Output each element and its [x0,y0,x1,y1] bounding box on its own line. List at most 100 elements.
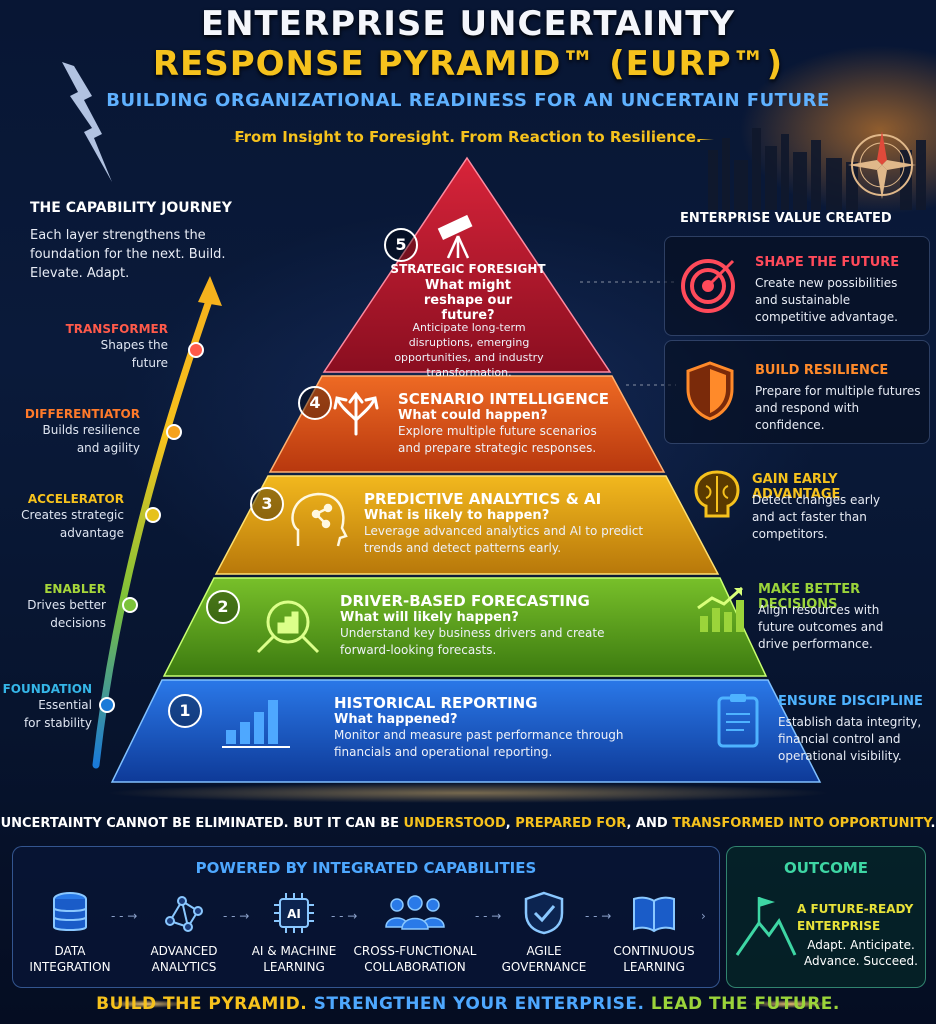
arrow-icon: - - → [111,909,138,923]
capability-label-1: AI & MACHINE [251,944,337,958]
value-name: ENSURE DISCIPLINE [778,694,923,709]
closing-part-1: BUILD THE PYRAMID. [96,994,308,1014]
statement-highlight-transformed: TRANSFORMED INTO OPPORTUNITY [672,816,931,831]
capability-label-1: AGILE [526,944,562,958]
value-card-better-decisions: MAKE BETTER DECISIONS Align resources wi… [694,578,930,668]
outcome-panel: OUTCOME A FUTURE-READY ENTERPRISE Adapt.… [726,846,926,988]
value-name: MAKE BETTER DECISIONS [758,582,861,612]
lightning-icon [62,62,112,182]
statement-part: , [505,816,516,831]
stage-dot-differentiator [166,424,182,440]
target-icon [681,259,735,313]
closing-part-3: LEAD THE FUTURE. [644,994,840,1014]
pyramid-layer-3 [214,475,720,575]
subtitle: BUILDING ORGANIZATIONAL READINESS FOR AN… [106,90,830,111]
capability-label-2: INTEGRATION [29,960,111,974]
value-card-shape-future: SHAPE THE FUTURE Create new possibilitie… [664,236,930,336]
layer-title: HISTORICAL REPORTING [334,694,538,712]
stage-desc: Essential for stability [23,698,92,730]
stage-name: TRANSFORMER [65,322,168,336]
growth-chart-icon [697,586,744,632]
stage-desc: Drives better decisions [27,598,106,630]
pyramid-layer-1 [110,679,822,783]
capability-label-1: ADVANCED [150,944,218,958]
capability-label-1: CROSS-FUNCTIONAL [353,944,477,958]
capability-continuous-learning: CONTINUOUS LEARNING [599,891,709,975]
stage-enabler: ENABLER Drives better decisions [0,582,106,632]
arrow-icon: › [701,909,706,923]
title-line-2: RESPONSE PYRAMID™ (EURP™) [152,44,784,84]
stage-dot-foundation [99,697,115,713]
stage-name: DIFFERENTIATOR [24,407,140,421]
capabilities-title: POWERED BY INTEGRATED CAPABILITIES [195,859,537,877]
arrow-icon: - - → [223,909,250,923]
journey-title: THE CAPABILITY JOURNEY [30,200,232,216]
layer-question: What might reshape our future? [423,278,513,323]
layer-5-text: STRATEGIC FORESIGHT What might reshape o… [386,262,550,323]
capability-label-1: DATA [54,944,86,958]
statement-part: UNCERTAINTY CANNOT BE ELIMINATED. BUT IT… [0,816,404,831]
capabilities-panel: POWERED BY INTEGRATED CAPABILITIES DATA … [12,846,720,988]
capability-label-2: ANALYTICS [151,960,217,974]
capability-label-2: COLLABORATION [364,960,466,974]
layer-question: What will likely happen? [340,610,519,625]
layer-5-number: 5 [384,228,418,262]
stage-name: ENABLER [44,582,106,596]
layer-3-text: PREDICTIVE ANALYTICS & AI What is likely… [364,490,644,557]
stage-desc: Builds resilience and agility [42,423,140,455]
stage-foundation: FOUNDATION Essential for stability [0,682,92,732]
statement-highlight-prepared: PREPARED FOR [515,816,627,831]
magnifier-chart-icon [256,600,320,654]
capability-label-1: CONTINUOUS [613,944,695,958]
ai-head-icon [291,492,348,547]
stage-dot-transformer [188,342,204,358]
capability-advanced-analytics: ADVANCED ANALYTICS [129,891,239,975]
layer-4-text: SCENARIO INTELLIGENCE What could happen?… [398,390,618,457]
value-desc: Align resources with future outcomes and… [758,603,884,651]
compass-icon [848,131,916,199]
capability-agile-governance: AGILE GOVERNANCE [489,891,599,975]
ai-chip-icon: AI [274,893,314,933]
closing-part-2: STRENGTHEN YOUR ENTERPRISE. [307,994,645,1014]
value-name: BUILD RESILIENCE [755,363,889,378]
outcome-title: OUTCOME [783,859,869,877]
stage-desc: Creates strategic advantage [21,508,124,540]
outcome-headline: A FUTURE-READY ENTERPRISE [797,902,914,933]
stage-dot-enabler [122,597,138,613]
layer-title: DRIVER-BASED FORECASTING [340,592,590,610]
layer-5-desc: Anticipate long-term disruptions, emergi… [394,321,544,379]
arrow-icon: - - → [475,909,502,923]
uncertainty-statement: UNCERTAINTY CANNOT BE ELIMINATED. BUT IT… [0,816,936,831]
ai-chip-label: AI [287,907,301,921]
value-desc: Establish data integrity, financial cont… [778,715,922,763]
layer-1-number: 1 [168,694,202,728]
value-card-build-resilience: BUILD RESILIENCE Prepare for multiple fu… [664,340,930,444]
layer-title: STRATEGIC FORESIGHT [390,262,546,276]
stage-name: ACCELERATOR [27,492,124,506]
value-title: ENTERPRISE VALUE CREATED [680,211,892,226]
stage-accelerator: ACCELERATOR Creates strategic advantage [0,492,124,542]
brain-icon [694,470,740,518]
capability-collaboration: CROSS-FUNCTIONAL COLLABORATION [353,891,477,975]
layer-4-number: 4 [298,386,332,420]
tagline: From Insight to Foresight. From Reaction… [234,128,702,146]
value-desc: Detect changes early and act faster than… [752,493,881,541]
layer-desc: Understand key business drivers and crea… [340,626,605,657]
database-icon [53,892,87,931]
layer-2-text: DRIVER-BASED FORECASTING What will likel… [340,592,620,659]
value-desc: Prepare for multiple futures and respond… [755,384,921,432]
value-card-discipline: ENSURE DISCIPLINE Establish data integri… [714,690,930,780]
layer-title: PREDICTIVE ANALYTICS & AI [364,490,602,508]
layer-question: What is likely to happen? [364,508,550,523]
layer-desc: Explore multiple future scenarios and pr… [398,424,597,455]
layer-desc: Leverage advanced analytics and AI to pr… [364,524,644,555]
statement-highlight-understood: UNDERSTOOD [403,816,506,831]
arrow-icon: - - → [585,909,612,923]
capability-label-2: LEARNING [623,960,685,974]
journey-description: Each layer strengthens the foundation fo… [30,228,226,281]
branching-arrows-icon [333,391,379,436]
stage-differentiator: DIFFERENTIATOR Builds resilience and agi… [0,407,140,457]
capability-label-2: GOVERNANCE [501,960,587,974]
capability-data-integration: DATA INTEGRATION [15,891,125,975]
